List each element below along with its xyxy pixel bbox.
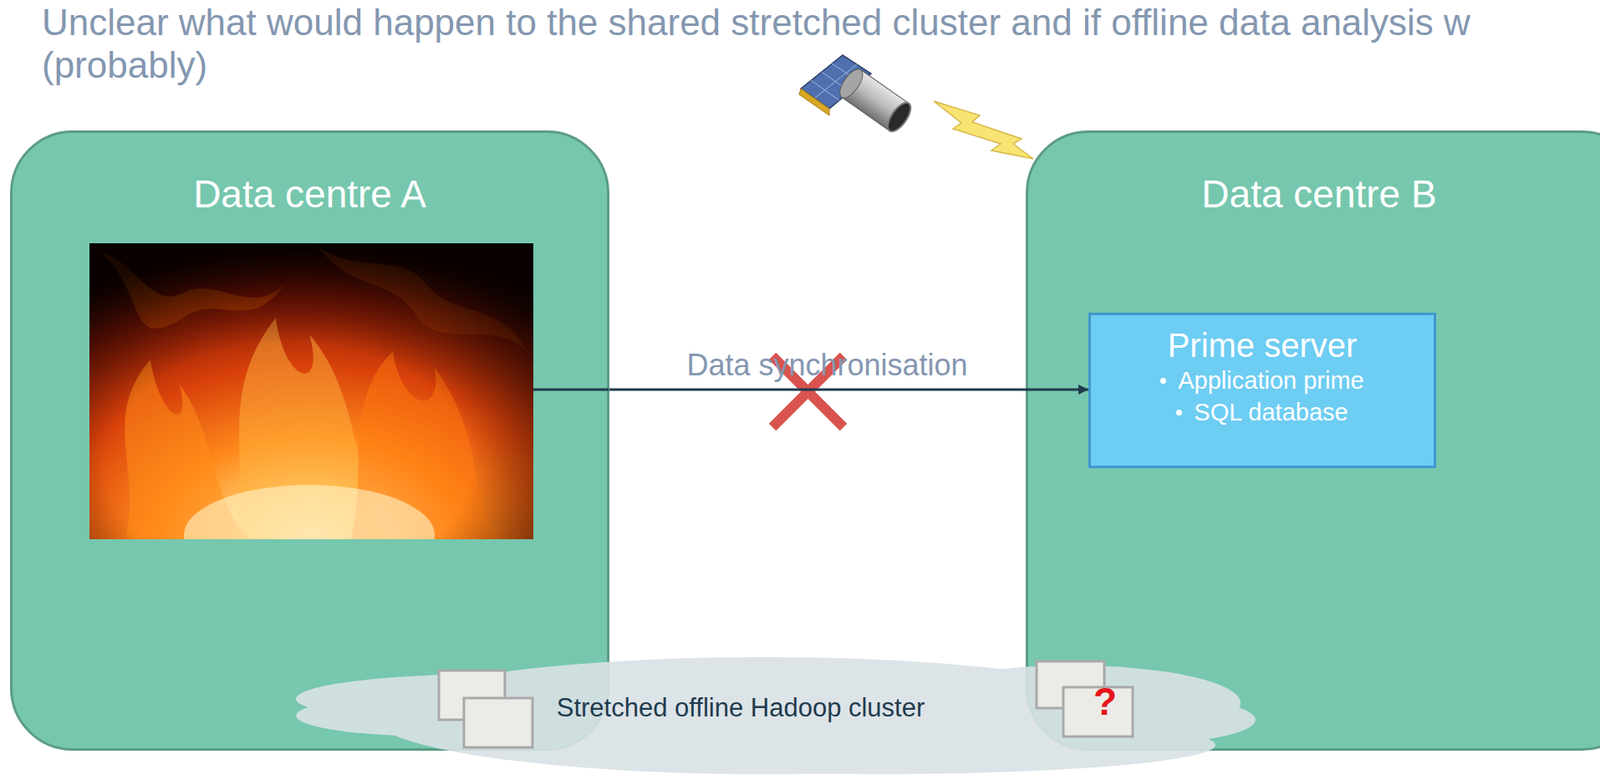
server-row: Application prime	[1090, 365, 1434, 398]
edge-label: Data synchronisation	[686, 347, 968, 383]
server-box: Prime serverApplication primeSQL databas…	[1088, 312, 1437, 469]
satellite-icon	[799, 55, 916, 136]
sync-arrow	[609, 388, 1089, 392]
cluster-label: Stretched offline Hadoop cluster	[556, 692, 926, 723]
server-row: SQL database	[1090, 397, 1434, 429]
text-row: Stretched offline Hadoop cluster	[556, 692, 926, 724]
text-row: Data centre B	[1028, 132, 1600, 218]
server-icon	[438, 670, 533, 748]
bullet-dot	[1176, 409, 1183, 416]
fire-picture	[89, 243, 534, 540]
zone-title: Data centre A	[193, 172, 427, 216]
server-title: Prime server	[1167, 325, 1358, 366]
cloud-shape	[295, 657, 1256, 775]
text-row: Data centre A	[12, 132, 607, 218]
data-centre-zone: Data centre B Prime serverApplication pri…	[1025, 130, 1600, 751]
status-mark: ?	[1093, 682, 1117, 721]
bullet-dot	[1160, 377, 1167, 384]
data-centre-zone: Data centre A	[10, 130, 610, 751]
zone-title: Data centre B	[1201, 172, 1437, 216]
sync-line-start	[533, 388, 609, 392]
server-row: Prime server	[1090, 325, 1434, 366]
slide-title: Unclear what would happen to the shared …	[41, 1, 1589, 87]
server-item: Application prime	[1177, 365, 1364, 398]
lightning-bolt	[933, 101, 1034, 159]
server-item: SQL database	[1193, 397, 1348, 429]
server-icon	[1036, 661, 1133, 737]
